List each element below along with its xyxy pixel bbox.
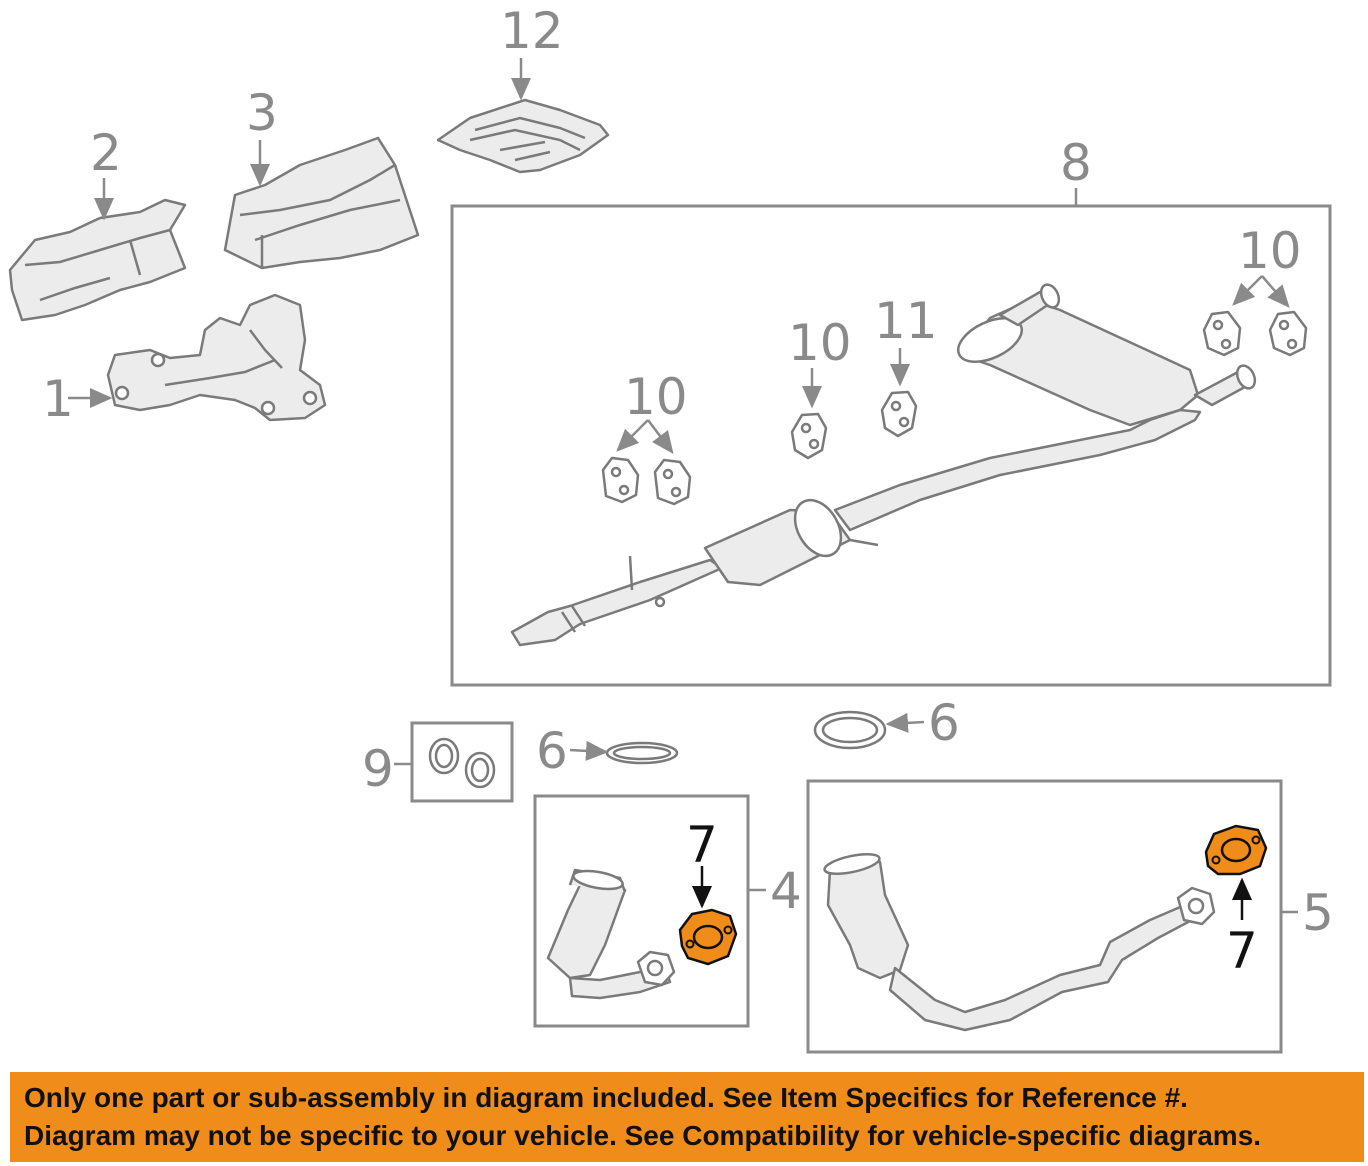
callout-5: 5 bbox=[1302, 884, 1334, 942]
hanger-10-left-a bbox=[601, 456, 640, 504]
part-9-seals bbox=[428, 737, 496, 789]
arrow-6-left bbox=[569, 740, 609, 761]
arrow-10-right-b bbox=[1261, 275, 1290, 308]
box-8 bbox=[450, 204, 1332, 687]
callout-10-center: 10 bbox=[788, 314, 852, 372]
arrow-6-right bbox=[885, 712, 925, 733]
callout-8: 8 bbox=[1060, 134, 1092, 192]
callout-10-left: 10 bbox=[624, 368, 688, 426]
disclaimer-line-2: Diagram may not be specific to your vehi… bbox=[24, 1120, 1262, 1151]
part-4-catalytic-converter bbox=[546, 868, 676, 1000]
box-5 bbox=[806, 779, 1283, 1054]
hanger-10-right-a bbox=[1202, 310, 1242, 357]
hanger-11 bbox=[880, 390, 918, 438]
box-4 bbox=[533, 794, 750, 1028]
callout-7-right: 7 bbox=[1226, 922, 1258, 980]
hanger-10-right-b bbox=[1268, 310, 1308, 357]
part-7-gasket-highlight-right bbox=[1204, 824, 1268, 876]
part-6-gasket-left bbox=[605, 741, 679, 765]
box-9 bbox=[410, 721, 514, 803]
callout-6-right: 6 bbox=[928, 694, 960, 752]
part-7-gasket-highlight-left bbox=[678, 908, 738, 966]
arrow-10-right-a bbox=[1232, 275, 1263, 306]
callout-9: 9 bbox=[362, 740, 394, 798]
callout-12: 12 bbox=[500, 2, 564, 60]
part-3-heat-shield bbox=[223, 136, 420, 270]
arrow-10-left-b bbox=[647, 419, 674, 454]
disclaimer-banner: Only one part or sub-assembly in diagram… bbox=[10, 1072, 1364, 1162]
disclaimer-line-1: Only one part or sub-assembly in diagram… bbox=[24, 1082, 1188, 1113]
callout-4: 4 bbox=[770, 862, 802, 920]
part-5-catalytic-converter bbox=[823, 852, 1216, 1032]
callout-7-left: 7 bbox=[686, 816, 718, 874]
exhaust-parts-diagram: 12 3 2 1 8 bbox=[8, 2, 1334, 1054]
part-2-heat-shield bbox=[8, 198, 187, 322]
callout-11: 11 bbox=[874, 292, 938, 350]
callout-3: 3 bbox=[246, 84, 278, 142]
hanger-10-left-b bbox=[653, 458, 692, 506]
arrow-10-left-a bbox=[616, 419, 649, 452]
part-1-exhaust-manifold bbox=[106, 293, 327, 422]
part-8-muffler-pipe bbox=[510, 283, 1257, 647]
part-6-gasket-right bbox=[813, 710, 887, 750]
callout-10-right: 10 bbox=[1238, 222, 1302, 280]
hanger-10-center bbox=[790, 412, 828, 460]
callout-2: 2 bbox=[90, 124, 122, 182]
part-12-heat-shield bbox=[436, 98, 610, 174]
callout-6-left: 6 bbox=[536, 722, 568, 780]
